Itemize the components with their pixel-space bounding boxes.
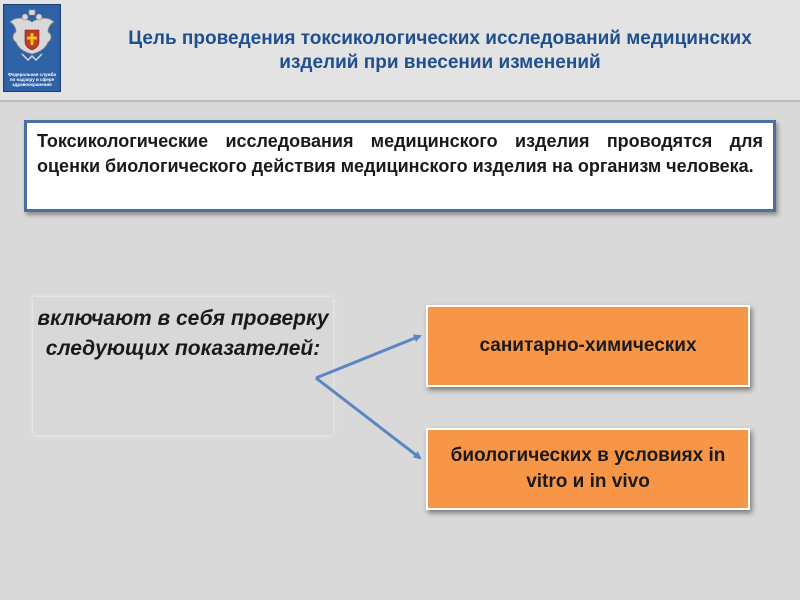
page-title: Цель проведения токсикологических исслед… [128,28,752,73]
target-box-biological: биологических в условиях in vitro и in v… [426,428,750,510]
header-divider [0,100,800,102]
arrow-to-sanitary-chemical [315,334,422,380]
target-box-sanitary-chemical: санитарно-химических [426,305,750,387]
logo-caption: Федеральная служба по надзору в сфере зд… [7,72,56,87]
target-label-biological: биологических в условиях in vitro и in v… [450,445,726,492]
double-headed-eagle-emblem-icon [9,9,55,62]
logo: Федеральная служба по надзору в сфере зд… [3,4,61,92]
left-block-text: включают в себя проверку следующих показ… [37,307,329,360]
left-block: включают в себя проверку следующих показ… [33,297,333,435]
intro-text: Токсикологические исследования медицинск… [37,131,763,176]
arrow-to-biological [315,376,422,460]
intro-box: Токсикологические исследования медицинск… [24,120,776,212]
target-label-sanitary-chemical: санитарно-химических [479,335,697,356]
header: Федеральная служба по надзору в сфере зд… [0,0,800,100]
